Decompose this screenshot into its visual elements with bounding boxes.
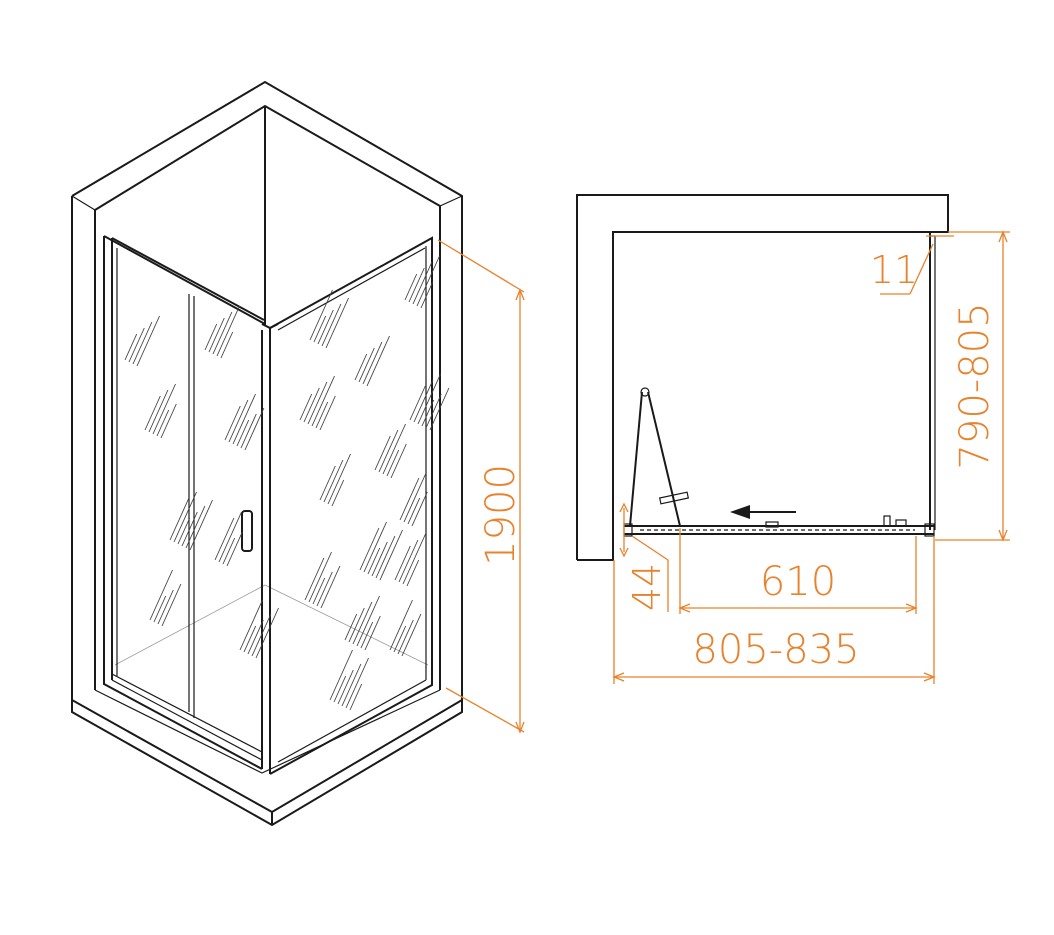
side-panel-frame [261, 236, 433, 775]
plan-view: 11 790-805 44 610 [576, 194, 1010, 684]
glass-pattern [124, 255, 450, 711]
width-dimension: 805-835 [612, 536, 936, 684]
plan-side-panel [929, 232, 936, 530]
plan-front-rail [623, 515, 935, 537]
height-label: 1900 [478, 464, 524, 566]
front-door-frame [103, 235, 271, 774]
opening-dimension: 610 [678, 528, 918, 614]
offset-label: 44 [625, 563, 669, 611]
wall-outline [71, 80, 463, 700]
plan-swing-door [629, 387, 690, 527]
depth-label: 790-805 [952, 302, 998, 469]
height-dimension: 1900 [437, 239, 525, 734]
wall-gap-dimension: 11 [870, 235, 954, 295]
opening-label: 610 [760, 559, 836, 605]
isometric-view: 1900 [71, 80, 525, 827]
depth-dimension: 790-805 [935, 230, 1010, 542]
offset-dimension: 44 [619, 502, 669, 612]
slide-direction-arrow [730, 505, 796, 519]
width-label: 805-835 [692, 627, 859, 673]
floor-lines [114, 584, 429, 666]
shower-tray [71, 689, 463, 827]
door-handle [241, 510, 253, 552]
wall-gap-label: 11 [870, 248, 918, 292]
